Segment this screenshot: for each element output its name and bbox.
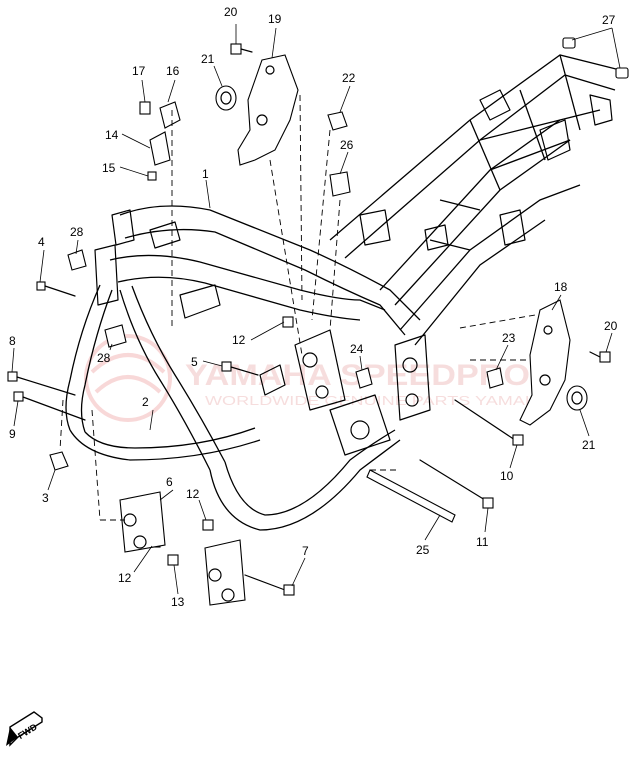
- main-frame: [65, 54, 621, 531]
- clip-16-17: [139, 101, 181, 129]
- callout-8: 8: [9, 334, 16, 348]
- bolt-7: [244, 574, 295, 596]
- bolt-20-right: [589, 351, 611, 363]
- nut-22: [327, 111, 348, 131]
- strap-25: [366, 469, 456, 523]
- callout-3: 3: [42, 491, 49, 505]
- callout-5: 5: [191, 355, 198, 369]
- callout-20-top: 20: [224, 5, 238, 19]
- bolt-5: [221, 361, 259, 376]
- callout-4: 4: [38, 235, 45, 249]
- callout-23: 23: [502, 331, 516, 345]
- label-28-top: [67, 249, 87, 271]
- callout-19: 19: [268, 12, 282, 26]
- nut-12-middle: [202, 519, 214, 531]
- callout-labels: 1 2 3 4 5 6 7 8 9 10 11 12 12 12 13 14 1…: [9, 5, 618, 609]
- bracket-14: [149, 131, 171, 166]
- callout-28-top: 28: [70, 225, 84, 239]
- callout-12-lower: 12: [118, 571, 132, 585]
- bolt-20-top: [230, 43, 253, 55]
- collar-13: [167, 554, 179, 566]
- watermark: YAMAHA SPEEDPRO WORLDWIDE GENUINE PARTS …: [84, 334, 550, 422]
- callout-26: 26: [340, 138, 354, 152]
- callout-21-right: 21: [582, 438, 596, 452]
- bracket-19: [237, 54, 299, 166]
- leader-lines: [11, 24, 621, 595]
- bolt-15: [147, 171, 157, 181]
- nut-12-upper: [282, 316, 294, 328]
- callout-22: 22: [342, 71, 356, 85]
- callout-17: 17: [132, 64, 146, 78]
- callout-27: 27: [602, 13, 616, 27]
- engine-bracket-6: [119, 491, 246, 606]
- callout-18: 18: [554, 280, 568, 294]
- callout-9: 9: [9, 427, 16, 441]
- callout-24: 24: [350, 342, 364, 356]
- callout-20-right: 20: [604, 319, 618, 333]
- callout-12-upper: 12: [232, 333, 246, 347]
- watermark-tagline: WORLDWIDE GENUINE PARTS YAMAHA: [205, 393, 550, 408]
- clamp-26: [329, 171, 351, 197]
- bolt-4: [36, 281, 76, 297]
- callout-15: 15: [102, 161, 116, 175]
- callout-6: 6: [166, 475, 173, 489]
- nut-3: [49, 451, 69, 471]
- callout-28-bottom: 28: [97, 351, 111, 365]
- clip-23: [486, 367, 504, 389]
- callout-11: 11: [476, 535, 489, 549]
- bolt-8: [7, 371, 76, 396]
- callout-10: 10: [500, 469, 514, 483]
- bolt-10: [454, 399, 524, 446]
- grommet-21-right: [566, 385, 588, 411]
- bolt-11: [419, 459, 494, 509]
- grommet-21-top: [215, 85, 237, 111]
- bolt-9: [13, 391, 86, 421]
- callout-21-top: 21: [201, 52, 215, 66]
- caps-27: [562, 37, 629, 79]
- callout-16: 16: [166, 64, 180, 78]
- callout-2: 2: [142, 395, 149, 409]
- callout-14: 14: [105, 128, 119, 142]
- clip-24: [355, 367, 373, 389]
- callout-7: 7: [302, 544, 309, 558]
- bracket-18: [519, 299, 571, 426]
- callout-13: 13: [171, 595, 185, 609]
- callout-1: 1: [202, 167, 209, 181]
- label-28-bottom: [104, 324, 127, 348]
- fwd-arrow-badge: FWD: [6, 711, 43, 747]
- callout-12-middle: 12: [186, 487, 200, 501]
- callout-25: 25: [416, 543, 430, 557]
